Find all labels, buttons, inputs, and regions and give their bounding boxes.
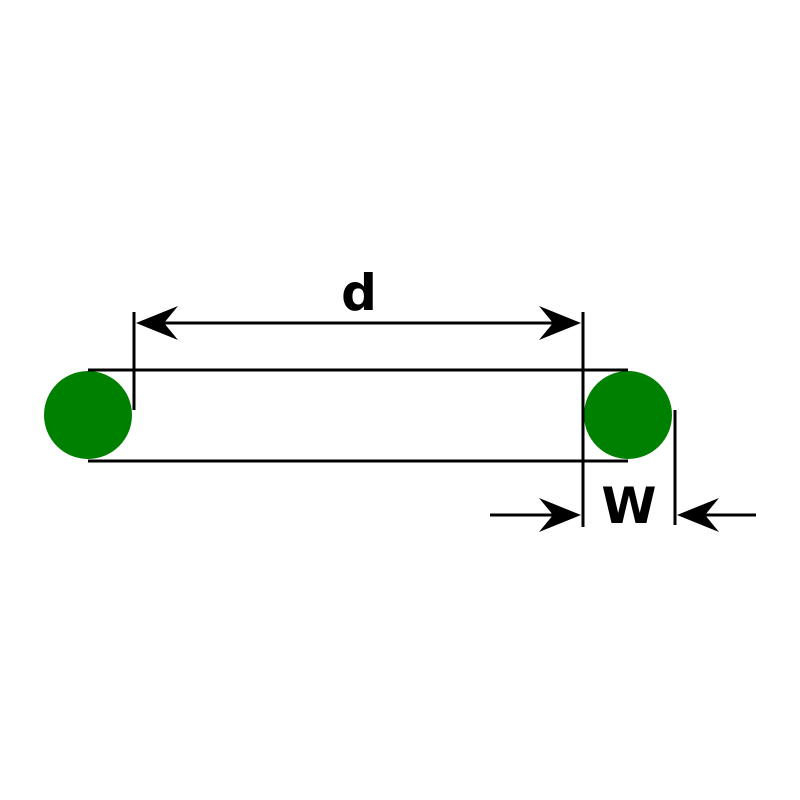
d-arrowhead-left xyxy=(136,306,178,340)
d-label: d xyxy=(341,264,377,322)
right-cross-section xyxy=(584,371,672,459)
w-label: W xyxy=(601,477,656,535)
d-arrowhead-right xyxy=(539,306,581,340)
w-arrowhead-right xyxy=(677,498,719,532)
left-cross-section xyxy=(44,371,132,459)
w-arrowhead-left xyxy=(539,498,581,532)
